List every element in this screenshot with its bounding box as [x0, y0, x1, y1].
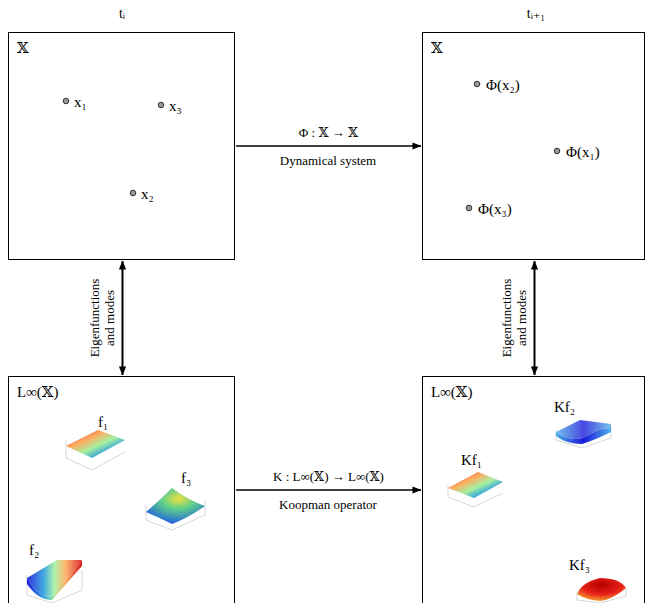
- node-text: 𝕏: [17, 39, 29, 57]
- map-label: K : L∞(𝕏) → L∞(𝕏): [273, 469, 384, 485]
- double-arrow: [534, 261, 536, 375]
- node-text: f₃: [181, 469, 191, 487]
- node-text: Φ(x₁): [566, 143, 600, 161]
- time-label: tᵢ₊₁: [527, 5, 545, 23]
- map-arrow: [236, 489, 421, 491]
- arrow-caption: Koopman operator: [279, 497, 377, 513]
- arrow-caption: Eigenfunctions and modes: [499, 268, 529, 368]
- node-text: L∞(𝕏): [17, 383, 58, 401]
- time-label: tᵢ: [119, 5, 125, 23]
- node-text: L∞(𝕏): [431, 383, 472, 401]
- node-text: Φ(x₂): [486, 76, 520, 94]
- state-space-box: tᵢ₊₁𝕏Φ(x₂)Φ(x₁)Φ(x₃): [422, 32, 645, 260]
- node-text: Φ(x₃): [478, 200, 512, 218]
- arrow-caption: Eigenfunctions and modes: [87, 268, 117, 368]
- node-text: x₂: [141, 185, 154, 203]
- arrow-caption: Dynamical system: [280, 153, 376, 169]
- map-arrow: [236, 145, 421, 147]
- function-space-box: L∞(𝕏) f₁ f₃ f₂: [8, 376, 235, 603]
- node-text: x₃: [169, 97, 182, 115]
- surface-plot: [27, 420, 626, 603]
- node-text: 𝕏: [431, 39, 443, 57]
- node-text: Kf₁: [461, 451, 482, 469]
- state-space-box: tᵢ𝕏x₁x₃x₂: [8, 32, 235, 260]
- node-text: f₁: [98, 413, 108, 431]
- map-label: Φ : 𝕏 → 𝕏: [299, 125, 358, 141]
- node-text: f₂: [29, 541, 39, 559]
- node-text: Kf₂: [554, 398, 575, 416]
- state-point: [63, 81, 560, 211]
- double-arrow: [122, 261, 124, 375]
- function-space-box: L∞(𝕏) Kf₁ Kf₂ Kf₃: [422, 376, 645, 603]
- node-text: Kf₃: [569, 556, 590, 574]
- node-text: x₁: [74, 93, 87, 111]
